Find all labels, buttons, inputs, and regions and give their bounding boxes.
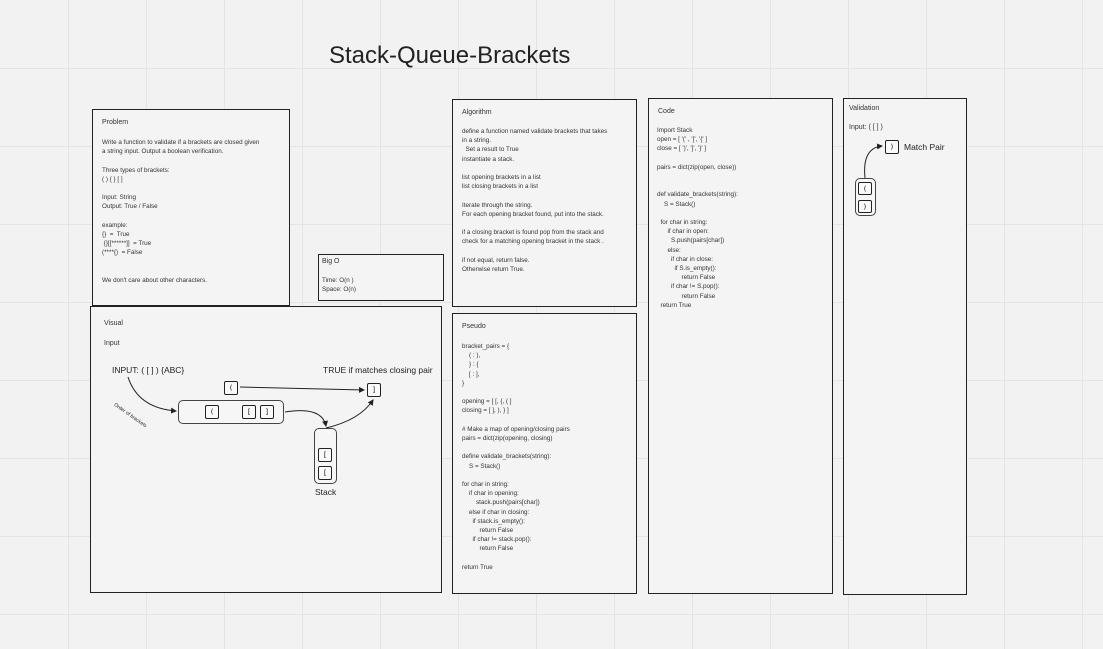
order-arrow [127, 376, 177, 414]
big-o-panel[interactable]: Big O Time: O(n ) Space: O(n) [318, 254, 444, 301]
algorithm-text: define a function named validate bracket… [462, 128, 608, 274]
queue-box-3: ] [260, 405, 274, 419]
stack-label: Stack [315, 487, 337, 497]
top-bracket-box: ( [224, 381, 238, 395]
problem-title: Problem [102, 119, 129, 126]
stack-box-2: [ [318, 466, 332, 480]
pseudo-text: bracket_pairs = { ( : ), } : { [ : ], } … [462, 343, 570, 571]
code-panel[interactable]: Code Import Stack open = [ '(' , '[', '{… [648, 98, 833, 594]
true-if-match-label: TRUE if matches closing pair [323, 365, 433, 375]
validation-title: Validation [849, 105, 880, 112]
problem-panel[interactable]: Problem Write a function to validate if … [92, 109, 290, 306]
match-pair-label: Match Pair [904, 142, 945, 152]
algorithm-title: Algorithm [462, 109, 492, 116]
input-string-label: INPUT: ( [ ] ) {ABC} [112, 365, 185, 375]
visual-panel[interactable]: Visual Input [90, 306, 442, 593]
validation-top-box: ) [885, 140, 899, 154]
board-title: Stack-Queue-Brackets [329, 42, 571, 69]
stack-to-result-arrow [325, 399, 374, 429]
pseudo-title: Pseudo [462, 323, 486, 330]
queue-to-stack-arrow [284, 410, 328, 427]
visual-title: Visual [104, 320, 123, 327]
queue-box-2: [ [242, 405, 256, 419]
queue-box-1: ( [205, 405, 219, 419]
big-o-title: Big O [322, 258, 340, 265]
validation-input-label: Input: ( [ ] ) [849, 124, 883, 131]
visual-input-heading: Input [104, 340, 120, 347]
stack-box-1: [ [318, 448, 332, 462]
pseudo-panel[interactable]: Pseudo bracket_pairs = { ( : ), } : { [ … [452, 313, 637, 594]
problem-text: Write a function to validate if a bracke… [102, 139, 260, 285]
algorithm-panel[interactable]: Algorithm define a function named valida… [452, 99, 637, 307]
validation-stack-box-2: ) [858, 200, 872, 213]
big-o-text: Time: O(n ) Space: O(n) [322, 277, 356, 294]
top-to-result-arrow [239, 386, 365, 393]
validation-stack-box-1: ( [858, 182, 872, 195]
code-text: Import Stack open = [ '(' , '[', '{' ] c… [657, 127, 738, 309]
result-bracket-box: ] [367, 383, 381, 397]
code-title: Code [658, 108, 675, 115]
